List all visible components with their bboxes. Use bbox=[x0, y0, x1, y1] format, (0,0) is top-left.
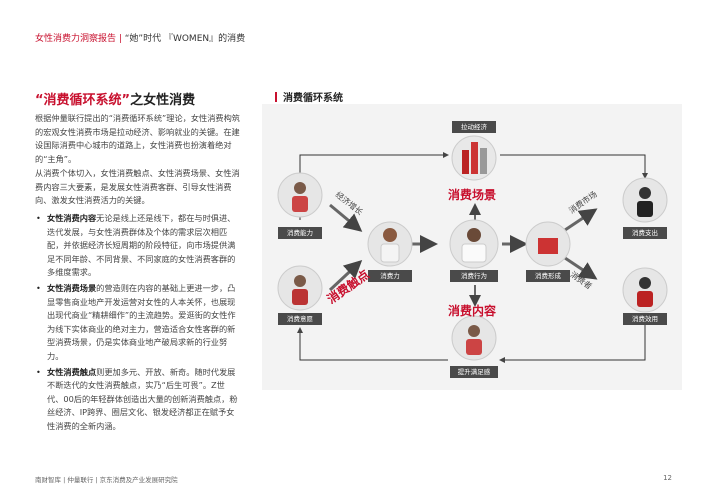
loop-top-line bbox=[299, 152, 449, 220]
bullet-content: 女性消费内容无论是线上还是线下，都在与时俱进、迭代发展，与女性消费群体及个体的需… bbox=[35, 212, 241, 280]
report-series: 女性消费力洞察报告 | bbox=[35, 34, 125, 44]
report-header: 女性消费力洞察报告 | “她”时代 『WOMEN』的消费 bbox=[35, 31, 245, 44]
label-consumption-behavior: 消费行为 bbox=[450, 270, 498, 282]
bullet-touchpoint-text: 则更加多元、开放、新奇。随时代发展不断迭代的女性消费触点，实乃“后生可畏”。Z世… bbox=[47, 366, 238, 431]
person-figure-mid-left bbox=[367, 221, 413, 267]
bullet-list: 女性消费内容无论是线上还是线下，都在与时俱进、迭代发展，与女性消费群体及个体的需… bbox=[35, 212, 241, 436]
bullet-scene: 女性消费场景的营造则在内容的基础上更进一步，凸显零售商业地产开发运营对女性的人本… bbox=[35, 282, 241, 364]
label-consumption-utility: 消费效用 bbox=[623, 313, 667, 325]
label-consumption-capacity: 消费能力 bbox=[278, 227, 322, 239]
footer-orgs: 南财智库 | 仲量联行 | 京东消费及产业发展研究院 bbox=[35, 476, 178, 484]
diagram-title-text: 消费循环系统 bbox=[283, 93, 343, 104]
label-consumption-power: 消费力 bbox=[368, 270, 412, 282]
intro-paragraph-2: 从消费个体切入，女性消费触点、女性消费场景、女性消费内容三大要素，是发展女性消费… bbox=[35, 168, 240, 206]
person-figure-left-bottom bbox=[277, 265, 323, 311]
bullet-scene-text: 的营造则在内容的基础上更进一步，凸显零售商业地产开发运营对女性的人本关怀，也展现… bbox=[47, 282, 236, 361]
loop-top-right-line bbox=[500, 154, 648, 179]
loop-bottom-right-line bbox=[499, 322, 646, 363]
label-consumption-willingness: 消费意愿 bbox=[278, 313, 322, 325]
highlight-consumption-scene: 消费场景 bbox=[448, 188, 497, 202]
arrow-to-right-bottom bbox=[564, 256, 598, 280]
section-title-rest: 之女性消费 bbox=[130, 93, 196, 108]
shopping-figure-mid-right bbox=[525, 221, 571, 267]
arrow-from-left-bottom bbox=[328, 259, 363, 292]
label-improve-satisfaction: 提升满足感 bbox=[450, 366, 498, 378]
report-subtitle: “她”时代 『WOMEN』的消费 bbox=[124, 34, 246, 44]
label-consumption-spending: 消费支出 bbox=[623, 227, 667, 239]
diagram-title: 消费循环系统 bbox=[275, 89, 343, 104]
person-figure-right-bottom bbox=[622, 267, 668, 313]
bullet-content-bold: 女性消费内容 bbox=[47, 213, 97, 223]
highlight-consumption-content: 消费内容 bbox=[448, 304, 497, 318]
loop-bottom-left-line bbox=[297, 327, 448, 361]
person-figure-right-top bbox=[622, 177, 668, 223]
bullet-touchpoint: 女性消费触点则更加多元、开放、新奇。随时代发展不断迭代的女性消费触点，实乃“后生… bbox=[35, 366, 241, 434]
title-accent-bar bbox=[275, 92, 277, 102]
label-consumption-formation: 消费形成 bbox=[526, 270, 570, 282]
person-figure-bottom bbox=[451, 315, 497, 361]
section-title: “消费循环系统”之女性消费 bbox=[35, 89, 195, 108]
page-number: 12 bbox=[663, 474, 672, 482]
intro-paragraph-1: 根据仲量联行提出的“消费循环系统”理论，女性消费构筑的宏观女性消费市场是拉动经济… bbox=[35, 113, 240, 164]
person-figure-left-top bbox=[277, 172, 323, 218]
person-figure-center bbox=[449, 219, 499, 269]
city-building-icon bbox=[451, 135, 497, 181]
arrow-from-left-top bbox=[329, 203, 363, 232]
label-drive-economy: 拉动经济 bbox=[452, 121, 496, 133]
bullet-touchpoint-bold: 女性消费触点 bbox=[47, 366, 97, 377]
section-title-highlight: “消费循环系统” bbox=[35, 93, 131, 108]
arrow-to-right-top bbox=[564, 208, 598, 232]
bullet-content-text: 无论是线上还是线下，都在与时俱进、迭代发展，与女性消费群体及个体的需求层次相匹配… bbox=[47, 213, 236, 278]
bullet-scene-bold: 女性消费场景 bbox=[47, 282, 97, 293]
